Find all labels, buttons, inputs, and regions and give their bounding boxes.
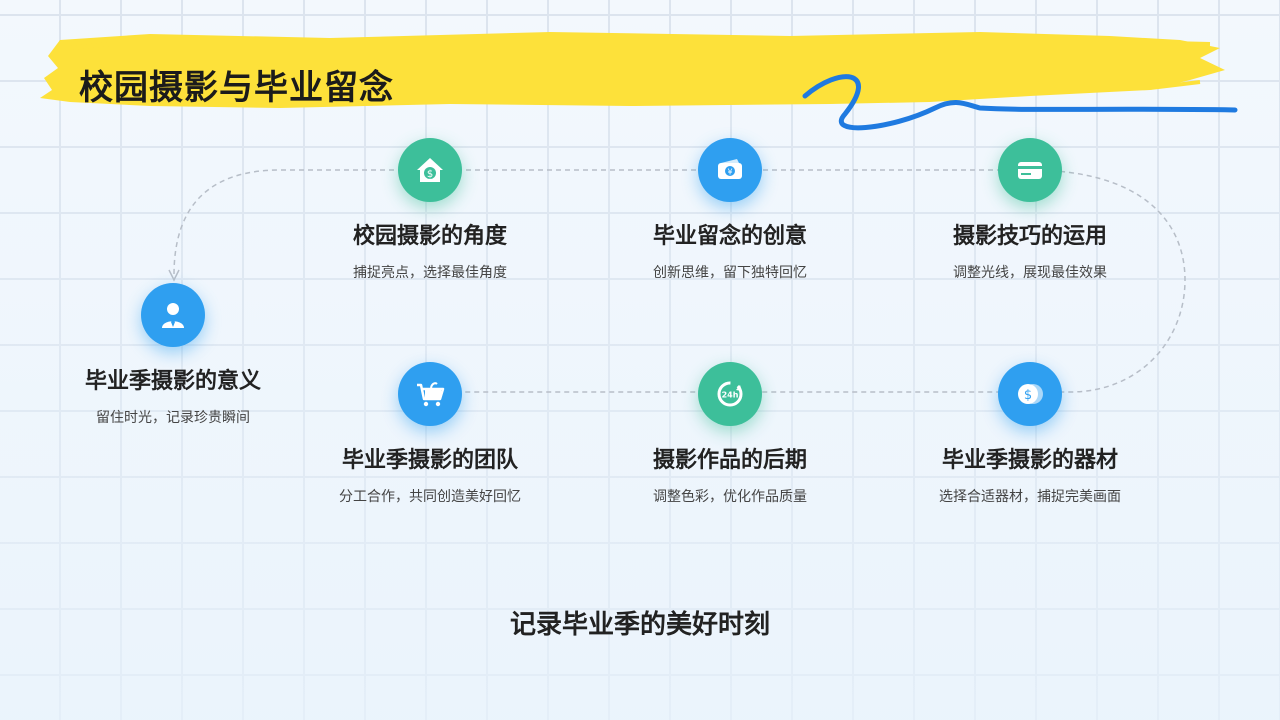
credit-card-icon (998, 138, 1062, 202)
node-graduation-creativity: ¥ 毕业留念的创意 创新思维，留下独特回忆 (610, 138, 850, 284)
person-icon (141, 283, 205, 347)
node-description: 分工合作，共同创造美好回忆 (339, 489, 521, 505)
shopping-cart-icon (398, 362, 462, 426)
svg-text:¥: ¥ (727, 168, 732, 177)
footer-slogan: 记录毕业季的美好时刻 (509, 610, 770, 640)
node-post-processing: 24h 摄影作品的后期 调整色彩，优化作品质量 (610, 362, 850, 508)
node-photo-technique: 摄影技巧的运用 调整光线，展现最佳效果 (910, 138, 1150, 284)
node-description: 捕捉亮点，选择最佳角度 (353, 265, 507, 281)
node-title: 毕业季摄影的器材 (941, 448, 1118, 473)
svg-text:24h: 24h (722, 391, 739, 400)
node-campus-angle: $ 校园摄影的角度 捕捉亮点，选择最佳角度 (310, 138, 550, 284)
page-title: 校园摄影与毕业留念 (79, 68, 394, 108)
coins-icon: $ (998, 362, 1062, 426)
node-title: 毕业留念的创意 (652, 224, 807, 249)
node-title: 毕业季摄影的团队 (341, 448, 518, 473)
svg-text:$: $ (1024, 388, 1032, 403)
yen-cash-icon: ¥ (698, 138, 762, 202)
house-dollar-icon: $ (398, 138, 462, 202)
node-description: 留住时光，记录珍贵瞬间 (96, 410, 250, 426)
node-description: 选择合适器材，捕捉完美画面 (939, 489, 1121, 505)
svg-text:$: $ (427, 169, 433, 180)
node-description: 调整光线，展现最佳效果 (953, 265, 1107, 281)
node-title: 摄影作品的后期 (652, 448, 807, 473)
title-brush-stroke (40, 32, 1238, 131)
node-photo-equipment: $ 毕业季摄影的器材 选择合适器材，捕捉完美画面 (910, 362, 1150, 508)
node-graduation-meaning: 毕业季摄影的意义 留住时光，记录珍贵瞬间 (53, 283, 293, 429)
node-title: 校园摄影的角度 (352, 224, 507, 249)
node-title: 毕业季摄影的意义 (84, 369, 261, 394)
clock-24h-icon: 24h (698, 362, 762, 426)
node-photo-team: 毕业季摄影的团队 分工合作，共同创造美好回忆 (310, 362, 550, 508)
node-description: 创新思维，留下独特回忆 (653, 265, 807, 281)
node-title: 摄影技巧的运用 (952, 224, 1107, 249)
node-description: 调整色彩，优化作品质量 (653, 489, 807, 505)
